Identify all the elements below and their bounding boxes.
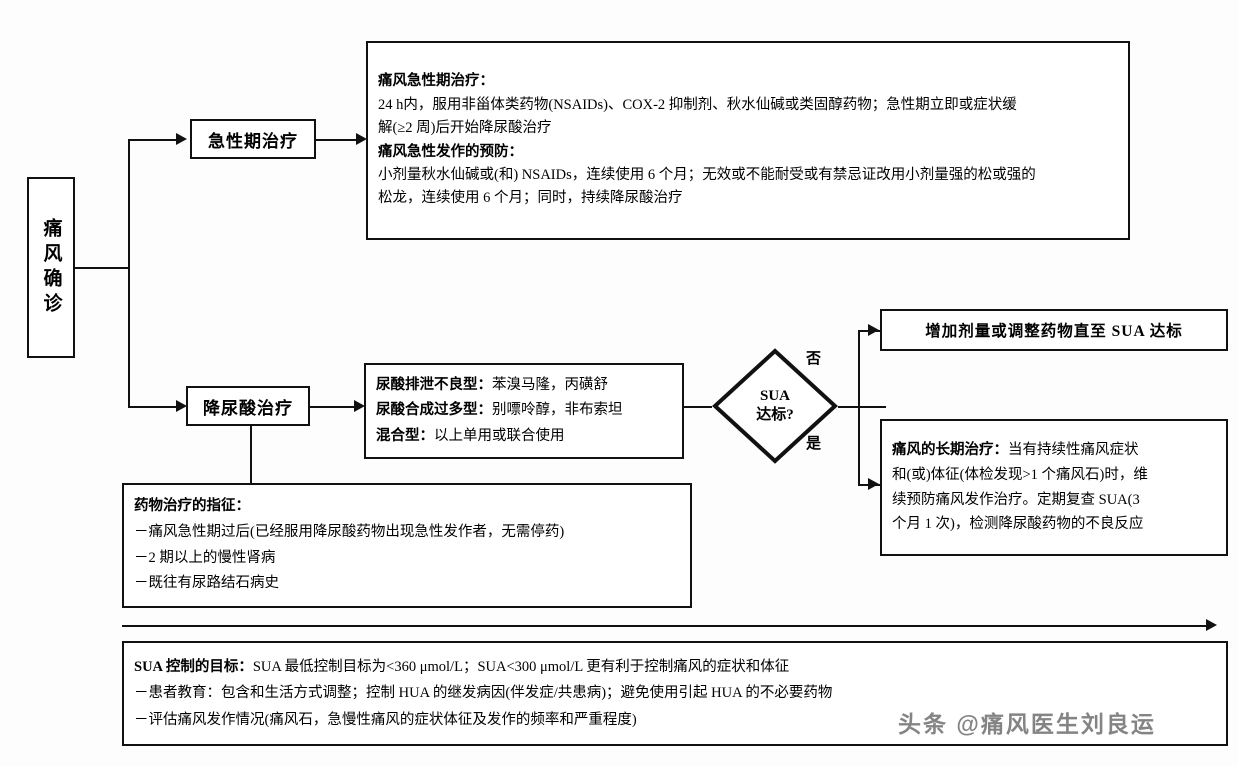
connector-urate-to-types bbox=[310, 406, 354, 408]
indication-item-0: －痛风急性期过后(已经服用降尿酸药物出现急性发作者，无需停药) bbox=[134, 523, 565, 540]
drug-type-1-value: 苯溴马隆，丙磺舒 bbox=[492, 376, 608, 393]
arrowhead-urate-types bbox=[354, 400, 365, 412]
indication-heading: 药物治疗的指征： bbox=[134, 497, 250, 514]
box-drug-types[interactable]: 尿酸排泄不良型：苯溴马隆，丙磺舒 尿酸合成过多型：别嘌呤醇，非布索坦 混合型：以… bbox=[364, 363, 684, 459]
diamond-shape-icon bbox=[712, 348, 838, 464]
arrowhead-to-acute-phase bbox=[176, 133, 187, 145]
node-decision-sua[interactable]: SUA 达标? bbox=[712, 348, 838, 464]
connector-decision-right bbox=[838, 406, 886, 408]
drug-type-3-label: 混合型： bbox=[376, 427, 434, 444]
goal-line-2: －患者教育：包含和生活方式调整；控制 HUA 的继发病因(伴发症/共患病)；避免… bbox=[134, 685, 833, 702]
acute-line-3: 小剂量秋水仙碱或(和) NSAIDs，连续使用 6 个月；无效或不能耐受或有禁忌… bbox=[378, 166, 1036, 183]
goal-line-3: －评估痛风发作情况(痛风石，急慢性痛风的症状体征及发作的频率和严重程度) bbox=[134, 711, 637, 728]
drug-type-1-label: 尿酸排泄不良型： bbox=[376, 376, 492, 393]
acute-line-4: 松龙，连续使用 6 个月；同时，持续降尿酸治疗 bbox=[378, 190, 683, 207]
connector-urate-to-indication bbox=[250, 426, 252, 483]
acute-line-2: 解(≥2 周)后开始降尿酸治疗 bbox=[378, 120, 552, 137]
decision-label-line1: SUA bbox=[759, 388, 790, 405]
node-diagnosis[interactable]: 痛风确诊 bbox=[27, 177, 75, 358]
connector-decision-split bbox=[858, 330, 860, 484]
long-term-line-1: 当有持续性痛风症状 bbox=[1008, 441, 1139, 458]
box-drug-indications[interactable]: 药物治疗的指征： －痛风急性期过后(已经服用降尿酸药物出现急性发作者，无需停药)… bbox=[122, 483, 692, 608]
connector-bottom-rail bbox=[122, 625, 1208, 627]
goal-heading: SUA 控制的目标： bbox=[134, 659, 253, 676]
connector-to-urate-lowering bbox=[128, 406, 176, 408]
connector-acute-to-detail bbox=[316, 139, 356, 141]
branch-label-yes: 是 bbox=[806, 436, 822, 452]
connector-main-trunk bbox=[128, 139, 130, 407]
node-diagnosis-label: 痛风确诊 bbox=[40, 217, 62, 318]
goal-line-1: SUA 最低控制目标为<360 μmol/L；SUA<300 μmol/L 更有… bbox=[252, 659, 790, 676]
acute-line-1: 24 h内，服用非甾体类药物(NSAIDs)、COX-2 抑制剂、秋水仙碱或类固… bbox=[378, 96, 1017, 113]
connector-to-acute-phase bbox=[128, 139, 176, 141]
connector-types-to-decision bbox=[684, 406, 712, 408]
arrowhead-yes-branch bbox=[868, 478, 879, 490]
branch-label-no: 否 bbox=[806, 351, 822, 367]
indication-item-2: －既往有尿路结石病史 bbox=[134, 575, 279, 592]
drug-type-3-value: 以上单用或联合使用 bbox=[434, 427, 565, 444]
increase-dose-text: 增加剂量或调整药物直至 SUA 达标 bbox=[925, 323, 1183, 340]
box-acute-treatment[interactable]: 痛风急性期治疗： 24 h内，服用非甾体类药物(NSAIDs)、COX-2 抑制… bbox=[366, 41, 1130, 240]
drug-type-2-value: 别嘌呤醇，非布索坦 bbox=[492, 402, 623, 419]
long-term-line-4: 个月 1 次)，检测降尿酸药物的不良反应 bbox=[892, 516, 1144, 533]
arrowhead-no-branch bbox=[868, 324, 879, 336]
arrowhead-acute-detail bbox=[356, 133, 367, 145]
node-acute-phase-label: 急性期治疗 bbox=[208, 131, 298, 151]
long-term-heading: 痛风的长期治疗： bbox=[892, 441, 1008, 458]
box-long-term-treatment[interactable]: 痛风的长期治疗：当有持续性痛风症状 和(或)体征(体检发现>1 个痛风石)时，维… bbox=[880, 419, 1228, 556]
indication-item-1: －2 期以上的慢性肾病 bbox=[134, 549, 276, 566]
drug-type-2-label: 尿酸合成过多型： bbox=[376, 402, 492, 419]
long-term-line-2: 和(或)体征(体检发现>1 个痛风石)时，维 bbox=[892, 466, 1148, 483]
connector-diagnosis-stub bbox=[74, 267, 130, 269]
node-urate-lowering[interactable]: 降尿酸治疗 bbox=[186, 386, 310, 426]
node-urate-lowering-label: 降尿酸治疗 bbox=[203, 398, 293, 418]
acute-heading-1: 痛风急性期治疗： bbox=[378, 73, 494, 90]
box-sua-goal[interactable]: SUA 控制的目标：SUA 最低控制目标为<360 μmol/L；SUA<300… bbox=[122, 641, 1228, 746]
decision-label-line2: 达标? bbox=[756, 407, 794, 423]
box-increase-dose[interactable]: 增加剂量或调整药物直至 SUA 达标 bbox=[880, 309, 1228, 351]
acute-heading-2: 痛风急性发作的预防： bbox=[378, 143, 523, 160]
arrowhead-to-urate-lowering bbox=[176, 400, 187, 412]
watermark-text: 头条 @痛风医生刘良运 bbox=[898, 711, 1156, 737]
long-term-line-3: 续预防痛风发作治疗。定期复查 SUA(3 bbox=[892, 491, 1140, 508]
arrowhead-bottom-rail bbox=[1206, 619, 1217, 631]
node-acute-phase[interactable]: 急性期治疗 bbox=[190, 119, 316, 159]
